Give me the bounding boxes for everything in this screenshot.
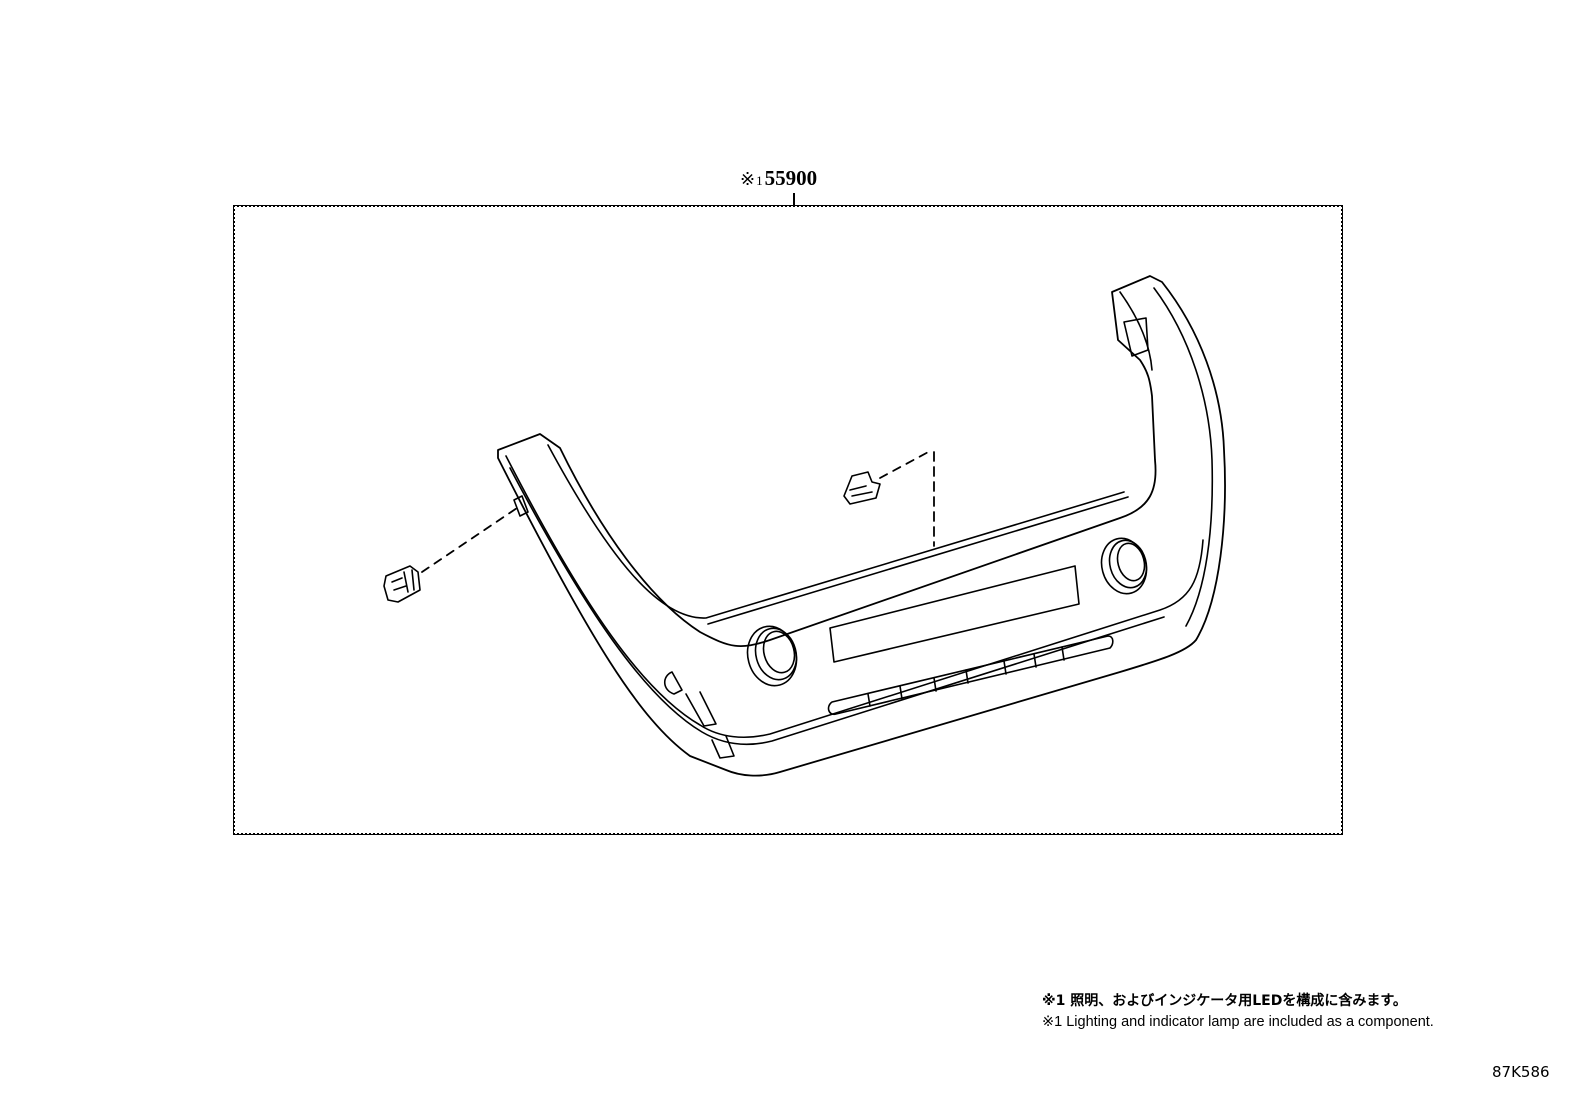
footnote-mark: ※	[740, 169, 756, 189]
part-callout: ※155900	[740, 166, 817, 191]
center-console-panel[interactable]	[497, 275, 1226, 777]
clip-left[interactable]	[383, 565, 421, 603]
part-number[interactable]: 55900	[764, 166, 818, 190]
footnote-ref: 1	[756, 173, 763, 188]
footnote-japanese: ※1 照明、およびインジケータ用LEDを構成に含みます。	[1042, 993, 1407, 1009]
leader-clip-center-horizontal	[879, 449, 933, 479]
leader-clip-left	[421, 505, 521, 573]
footnote-english: ※1 Lighting and indicator lamp are inclu…	[1042, 1014, 1434, 1030]
illustration-code: 87K586	[1492, 1063, 1550, 1081]
callout-leader-line	[793, 193, 795, 206]
assembly-frame	[233, 205, 1343, 835]
clip-center[interactable]	[843, 471, 881, 505]
